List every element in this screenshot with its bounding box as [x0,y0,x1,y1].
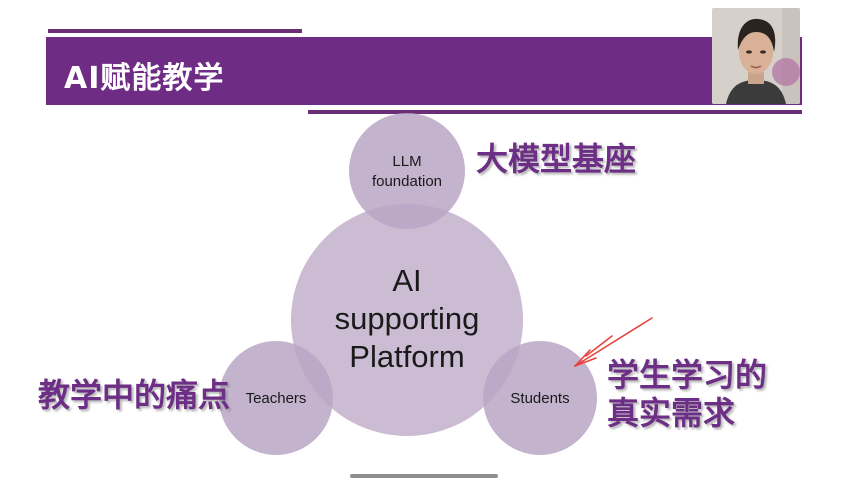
llm-cn-label: 大模型基座 [476,140,637,178]
llm-label-line1: LLM [392,153,422,170]
students-label: Students [510,390,570,407]
header-bottom-line [308,110,802,114]
ai-label-line1: AI [392,263,422,298]
llm-label-line2: foundation [371,173,443,190]
ai-label-line2: supporting [334,301,480,336]
ai-platform-circle [291,204,523,436]
ai-label-line3: Platform [349,339,465,374]
students-cn-label-line2: 真实需求 [607,394,736,432]
llm-foundation-circle [349,113,465,229]
llm-foundation-label: LLM foundation [357,152,457,192]
teachers-label: Teachers [245,390,307,407]
ai-platform-label: AI supporting Platform [307,262,507,376]
slide-title: AI赋能教学 [64,61,225,96]
scroll-indicator[interactable] [350,474,498,478]
teachers-cn-label: 教学中的痛点 [38,376,231,414]
header-top-line [48,29,302,33]
slide-header: AI赋能教学 [46,37,802,105]
presenter-webcam [712,8,800,104]
students-cn-label-line1: 学生学习的 [607,356,768,394]
annotation-arrow [574,317,653,367]
